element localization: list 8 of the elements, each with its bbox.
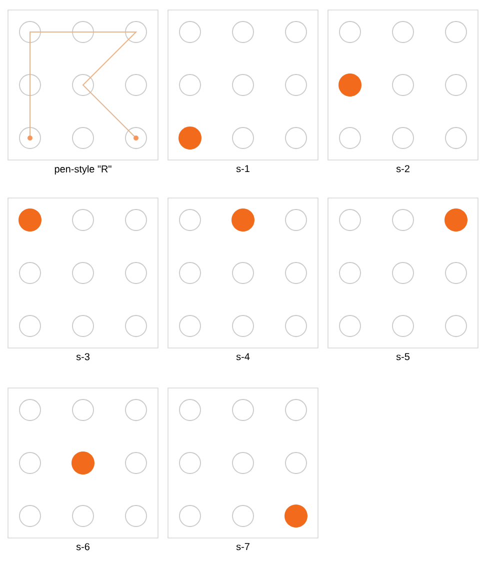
panel-caption: s-2 — [396, 165, 410, 172]
panel-caption: s-1 — [236, 165, 250, 172]
panel-caption: pen-style "R" — [54, 165, 112, 174]
panel-caption: s-3 — [76, 353, 90, 360]
panel-caption: s-4 — [236, 353, 250, 360]
panel-caption: s-6 — [76, 543, 90, 550]
panel-caption: s-7 — [236, 543, 250, 550]
panel-caption: s-5 — [396, 353, 410, 360]
